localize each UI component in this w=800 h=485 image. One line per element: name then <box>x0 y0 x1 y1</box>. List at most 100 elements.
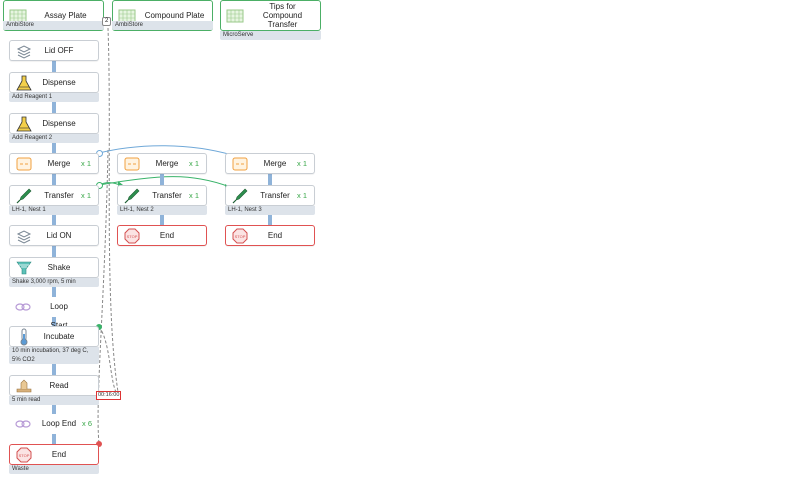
merge-icon <box>232 157 248 171</box>
labware-label: Tips for Compound Transfer <box>262 2 303 29</box>
merge-icon <box>16 157 32 171</box>
step-label: Read <box>49 381 69 390</box>
step-read[interactable]: Read <box>9 375 99 396</box>
step-sublabel: LH-1, Nest 3 <box>225 206 315 215</box>
end-port[interactable] <box>96 441 102 447</box>
step-label: End <box>267 231 283 240</box>
step-transfer-3[interactable]: Transfer x 1 <box>225 185 315 206</box>
connector <box>52 214 56 225</box>
svg-text:STOP: STOP <box>127 234 138 239</box>
step-label: Incubate <box>43 332 75 341</box>
loop-icon <box>15 303 31 311</box>
step-merge-1[interactable]: Merge x 1 <box>9 153 99 174</box>
connector <box>160 214 164 225</box>
step-count: x 6 <box>81 419 92 428</box>
compound-dashed-link <box>97 149 109 445</box>
labware-sublabel: MicroServe <box>220 31 321 40</box>
connector <box>52 434 56 444</box>
step-dispense-2[interactable]: Dispense <box>9 113 99 134</box>
step-count: x 1 <box>188 191 199 200</box>
step-incubate[interactable]: Incubate <box>9 326 99 347</box>
step-label: Loop Start <box>50 302 68 330</box>
plate-icon <box>226 9 244 23</box>
reader-icon <box>16 379 32 393</box>
connector <box>52 174 56 185</box>
step-sublabel: Waste <box>9 465 99 474</box>
step-label: Lid OFF <box>44 46 74 55</box>
step-sublabel: LH-1, Nest 2 <box>117 206 207 215</box>
step-label: Lid ON <box>46 231 72 240</box>
step-loop-end[interactable]: Loop End x 6 <box>9 414 99 435</box>
incubate-dashed-link <box>98 326 117 393</box>
svg-text:STOP: STOP <box>235 234 246 239</box>
step-end-2[interactable]: STOP End <box>117 225 207 246</box>
connector <box>52 101 56 113</box>
step-lid-on[interactable]: Lid ON <box>9 225 99 246</box>
step-sublabel: 10 min incubation, 37 deg C, 5% CO2 <box>9 347 99 364</box>
pipette-icon <box>16 188 32 204</box>
step-end-main[interactable]: STOP End <box>9 444 99 465</box>
step-count: x 1 <box>296 159 307 168</box>
stop-sign-icon: STOP <box>124 228 140 244</box>
shaker-icon <box>16 261 32 275</box>
connector <box>160 174 164 185</box>
step-label: Dispense <box>42 78 76 87</box>
flask-icon <box>16 116 32 132</box>
step-merge-2[interactable]: Merge x 1 <box>117 153 207 174</box>
step-label: Transfer <box>152 191 182 200</box>
step-label: End <box>159 231 175 240</box>
step-count: x 1 <box>296 191 307 200</box>
step-sublabel: 5 min read <box>9 396 99 405</box>
step-end-3[interactable]: STOP End <box>225 225 315 246</box>
lid-icon <box>16 45 32 59</box>
step-sublabel: LH-1, Nest 1 <box>9 206 99 215</box>
connector <box>268 214 272 225</box>
stop-sign-icon: STOP <box>16 447 32 463</box>
step-sublabel: Shake 3,000 rpm, 5 min <box>9 278 99 287</box>
connector <box>52 404 56 414</box>
connector <box>52 287 56 297</box>
step-count: x 1 <box>80 159 91 168</box>
step-sublabel: Add Reagent 1 <box>9 93 99 102</box>
assay-plate-dashed-link <box>107 27 119 393</box>
step-loop-start[interactable]: Loop Start <box>9 297 99 330</box>
step-count: x 1 <box>188 159 199 168</box>
step-label: Shake <box>47 263 71 272</box>
svg-text:STOP: STOP <box>19 453 30 458</box>
step-label: Merge <box>155 159 179 168</box>
lid-icon <box>16 230 32 244</box>
plate-count-badge: 2 <box>102 17 112 26</box>
pipette-icon <box>124 188 140 204</box>
step-transfer-1[interactable]: Transfer x 1 <box>9 185 99 206</box>
labware-sublabel: AmbiStore <box>112 21 213 30</box>
step-lid-off[interactable]: Lid OFF <box>9 40 99 61</box>
labware-sublabel: AmbiStore <box>3 21 104 30</box>
step-label: Merge <box>47 159 71 168</box>
thermometer-icon <box>20 328 28 346</box>
connector <box>268 174 272 185</box>
step-label: Transfer <box>44 191 74 200</box>
connector <box>52 142 56 153</box>
labware-label: Compound Plate <box>144 11 205 20</box>
flask-icon <box>16 75 32 91</box>
connector <box>52 317 56 326</box>
step-dispense-1[interactable]: Dispense <box>9 72 99 93</box>
loop-icon <box>15 420 31 428</box>
pipette-icon <box>232 188 248 204</box>
connector <box>52 246 56 257</box>
step-merge-3[interactable]: Merge x 1 <box>225 153 315 174</box>
step-transfer-2[interactable]: Transfer x 1 <box>117 185 207 206</box>
step-sublabel: Add Reagent 2 <box>9 134 99 143</box>
step-label: End <box>51 450 67 459</box>
merge-icon <box>124 157 140 171</box>
merge-link-blue <box>98 145 233 156</box>
stop-sign-icon: STOP <box>232 228 248 244</box>
step-shake[interactable]: Shake <box>9 257 99 278</box>
step-label: Merge <box>263 159 287 168</box>
step-count: x 1 <box>80 191 91 200</box>
incubate-port[interactable] <box>96 324 102 330</box>
connector <box>52 61 56 72</box>
timer-badge: 00:16:00 <box>96 391 122 400</box>
labware-tips[interactable]: Tips for Compound Transfer <box>220 0 321 31</box>
step-label: Transfer <box>260 191 290 200</box>
